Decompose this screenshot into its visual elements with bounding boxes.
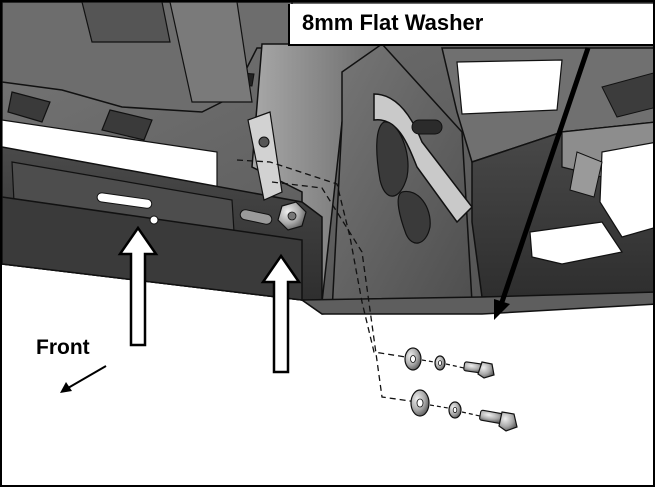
front-direction-label: Front	[36, 336, 90, 359]
bolt-icon	[479, 409, 518, 432]
callout-box: 8mm Flat Washer	[288, 4, 653, 46]
flat-washer-icon	[404, 347, 422, 371]
lock-washer-icon	[434, 355, 446, 371]
frame-structure	[2, 2, 653, 315]
bolt-icon	[463, 361, 495, 379]
diagonal-arrow-icon	[60, 365, 107, 393]
hollow-up-arrow-icon	[117, 225, 159, 347]
hardware-stack-lower	[410, 389, 518, 432]
hollow-up-arrow-icon	[260, 253, 302, 374]
assembly-path-lines	[236, 159, 418, 403]
hardware-stack-upper	[404, 347, 495, 379]
callout-leader-arrow	[494, 47, 591, 320]
callout-label: 8mm Flat Washer	[302, 10, 484, 35]
lock-washer-icon	[448, 401, 462, 419]
flat-washer-icon	[410, 389, 430, 417]
